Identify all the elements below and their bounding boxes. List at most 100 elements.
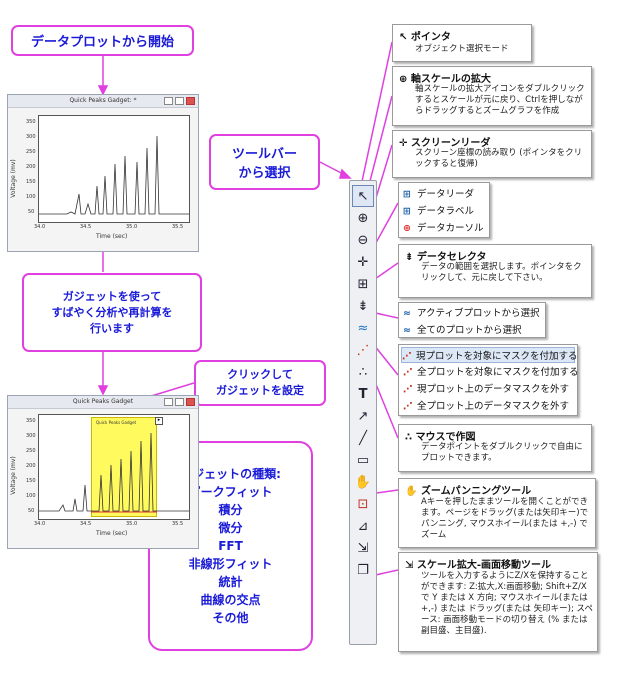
layer-icon[interactable]: ❐ bbox=[357, 562, 369, 578]
data-selector-icon[interactable]: ⇟ bbox=[357, 298, 369, 314]
callout-start-text: データプロットから開始 bbox=[30, 35, 174, 50]
y-axis-label: Voltage (mv) bbox=[9, 456, 17, 495]
maximize-icon[interactable] bbox=[175, 398, 184, 406]
gadget-type-item: 非線形フィット bbox=[188, 557, 273, 571]
panel-desc: オブジェクト選択モード bbox=[415, 44, 509, 54]
window-titlebar[interactable]: Quick Peaks Gadget: * bbox=[8, 95, 198, 108]
close-icon[interactable] bbox=[186, 97, 195, 105]
x-tick: 34.0 bbox=[34, 521, 46, 527]
menu-item-mask-all[interactable]: ⋰全プロットを対象にマスクを付加する bbox=[403, 367, 579, 378]
data-label-icon: ⊞ bbox=[403, 206, 411, 217]
panel-desc: データの範囲を選択します。ポインタをクリックして、元に戻して下さい。 bbox=[421, 262, 582, 283]
gadget-icon[interactable]: ⊡ bbox=[357, 496, 369, 512]
y-tick: 50 bbox=[28, 508, 35, 514]
y-tick: 350 bbox=[26, 119, 36, 125]
data-reader-icon[interactable]: ⊞ bbox=[357, 276, 369, 292]
unmask-icon: ⋰ bbox=[403, 384, 413, 395]
mask-icon[interactable]: ⋰ bbox=[356, 342, 370, 358]
menu-item-unmask-all[interactable]: ⋰全プロット上のデータマスクを外す bbox=[403, 401, 570, 412]
draw-data-icon[interactable]: ∴ bbox=[358, 364, 368, 380]
zoom-in-icon[interactable]: ⊕ bbox=[357, 210, 369, 226]
panel-reader-menu: ⊞データリーダ ⊞データラベル ⊕データカーソル bbox=[398, 182, 490, 238]
y-tick: 300 bbox=[26, 433, 36, 439]
menu-item-all-plots[interactable]: ≈全てのプロットから選択 bbox=[403, 325, 522, 336]
scale-zoom-pan-icon[interactable]: ⇲ bbox=[357, 540, 369, 556]
scale-zoom-pan-icon: ⇲ bbox=[405, 560, 417, 571]
panel-desc: データポイントをダブルクリックで自由にプロットできます。 bbox=[421, 442, 583, 463]
screen-reader-icon: ✛ bbox=[399, 138, 411, 149]
callout-click-set: クリックして ガジェットを設定 bbox=[194, 360, 326, 406]
panel-title: ズームパンニングツール bbox=[420, 486, 532, 497]
callout-toolbar-line2: から選択 bbox=[238, 166, 291, 181]
line-icon[interactable]: ╱ bbox=[359, 430, 367, 446]
panel-title: スケール拡大-画面移動ツール bbox=[416, 560, 552, 571]
panel-title: ポインタ bbox=[410, 32, 451, 43]
gadget-roi[interactable]: Quick Peaks Gadget ▸ bbox=[91, 417, 163, 517]
region-select-icon: ≈ bbox=[403, 308, 411, 319]
menu-item-mask-current[interactable]: ⋰現プロットを対象にマスクを付加する bbox=[401, 347, 578, 363]
arrow-icon[interactable]: ↗ bbox=[357, 408, 369, 424]
panel-region-menu: ≈アクティブプロットから選択 ≈全てのプロットから選択 bbox=[398, 302, 546, 338]
menu-item-unmask-current[interactable]: ⋰現プロット上のデータマスクを外す bbox=[403, 384, 570, 395]
panel-draw-data: ∴ マウスで作図 データポイントをダブルクリックで自由にプロットできます。 bbox=[398, 424, 592, 472]
maximize-icon[interactable] bbox=[175, 97, 184, 105]
menu-item-data-reader[interactable]: ⊞データリーダ bbox=[403, 189, 475, 200]
graph-window-2[interactable]: Quick Peaks Gadget Voltage (mv) Quick Pe… bbox=[7, 395, 199, 549]
roi-label: Quick Peaks Gadget bbox=[96, 420, 137, 425]
menu-item-data-cursor[interactable]: ⊕データカーソル bbox=[403, 223, 484, 234]
window-title: Quick Peaks Gadget bbox=[72, 398, 134, 405]
gadget-menu-button[interactable]: ▸ bbox=[155, 417, 163, 425]
callout-click-set-line1: クリックして bbox=[227, 368, 293, 381]
close-icon[interactable] bbox=[186, 398, 195, 406]
window-titlebar[interactable]: Quick Peaks Gadget bbox=[8, 396, 198, 409]
rectangle-icon[interactable]: ▭ bbox=[356, 452, 370, 468]
gadget-type-item: 統計 bbox=[218, 575, 243, 589]
menu-item-active-plot[interactable]: ≈アクティブプロットから選択 bbox=[403, 308, 540, 319]
y-tick: 250 bbox=[26, 149, 36, 155]
graph-icon[interactable]: ⊿ bbox=[357, 518, 369, 534]
plot-area[interactable]: Quick Peaks Gadget ▸ bbox=[38, 414, 190, 520]
y-tick: 50 bbox=[28, 209, 35, 215]
text-icon[interactable]: T bbox=[358, 386, 368, 402]
panel-desc: Aキーを押したままツールを開くことができます。ページをドラッグ(または矢印キー)… bbox=[421, 497, 589, 540]
y-tick: 350 bbox=[26, 418, 36, 424]
screen-reader-icon[interactable]: ✛ bbox=[357, 254, 369, 270]
gadget-type-item: 曲線の交点 bbox=[200, 593, 261, 607]
panel-desc: ツールを入力するようにZ/Xを保持することができます: Z:拡大,X:画面移動;… bbox=[421, 571, 593, 636]
panel-scale-pan: ⇲ スケール拡大-画面移動ツール ツールを入力するようにZ/Xを保持することがで… bbox=[398, 552, 598, 652]
gadget-types-title: ガジェットの種類: bbox=[180, 467, 281, 481]
x-tick: 35.5 bbox=[172, 224, 184, 230]
window-title: Quick Peaks Gadget: * bbox=[69, 97, 137, 104]
pan-hand-icon[interactable]: ✋ bbox=[354, 474, 372, 490]
plot-area[interactable] bbox=[38, 115, 190, 223]
y-tick: 200 bbox=[26, 463, 36, 469]
mask-icon: ⋰ bbox=[402, 351, 412, 362]
graph-window-1[interactable]: Quick Peaks Gadget: * Voltage (mv) 350 3… bbox=[7, 94, 199, 252]
panel-zoom-pan: ✋ ズームパンニングツール Aキーを押したままツールを開くことができます。ページ… bbox=[398, 478, 596, 548]
x-tick: 35.5 bbox=[172, 521, 184, 527]
gadget-type-item: 微分 bbox=[218, 521, 243, 535]
data-cursor-icon: ⊕ bbox=[403, 223, 411, 234]
region-select-icon: ≈ bbox=[403, 325, 411, 336]
x-tick: 35.0 bbox=[126, 521, 138, 527]
minimize-icon[interactable] bbox=[164, 97, 173, 105]
minimize-icon[interactable] bbox=[164, 398, 173, 406]
y-tick: 100 bbox=[26, 194, 36, 200]
pan-hand-icon: ✋ bbox=[405, 486, 421, 497]
mask-icon: ⋰ bbox=[403, 367, 413, 378]
y-tick: 150 bbox=[26, 179, 36, 185]
callout-toolbar: ツールバー から選択 bbox=[209, 134, 320, 190]
callout-gadget-use-line2: すばやく分析や再計算を bbox=[51, 305, 173, 319]
region-select-icon[interactable]: ≈ bbox=[357, 320, 369, 336]
panel-title: データセレクタ bbox=[416, 252, 487, 263]
gadget-type-item: ピークフィット bbox=[188, 485, 273, 499]
zoom-out-icon[interactable]: ⊖ bbox=[357, 232, 369, 248]
panel-title: 軸スケールの拡大 bbox=[410, 74, 491, 85]
pointer-icon[interactable]: ↖ bbox=[352, 185, 374, 207]
x-tick: 35.0 bbox=[126, 224, 138, 230]
unmask-icon: ⋰ bbox=[403, 401, 413, 412]
menu-item-data-label[interactable]: ⊞データラベル bbox=[403, 206, 475, 217]
panel-title: スクリーンリーダ bbox=[410, 138, 491, 149]
y-tick: 100 bbox=[26, 493, 36, 499]
callout-gadget-use-line3: 行います bbox=[90, 321, 134, 335]
